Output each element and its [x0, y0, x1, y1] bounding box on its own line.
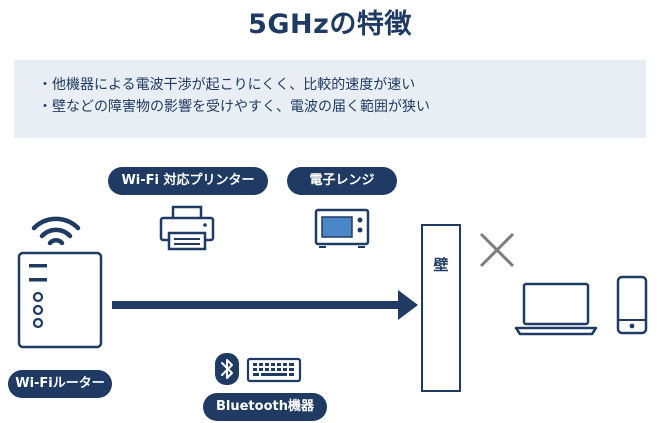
- bluetooth-label: Bluetooth機器: [203, 393, 327, 421]
- printer-label: Wi-Fi 対応プリンター: [108, 167, 268, 195]
- laptop-icon: [514, 282, 598, 336]
- feature-item: ・壁などの障害物の影響を受けやすく、電波の届く範囲が狭い: [38, 99, 430, 115]
- router-label: Wi-Fiルーター: [8, 370, 112, 398]
- microwave-label: 電子レンジ: [287, 167, 397, 195]
- keyboard-icon: [246, 357, 302, 383]
- feature-item: ・他機器による電波干渉が起こりにくく、比較的速度が速い: [38, 77, 416, 93]
- cross-icon: [479, 232, 515, 268]
- wall: 壁: [421, 224, 461, 392]
- smartphone-icon: [616, 275, 648, 335]
- printer-icon: [159, 205, 215, 251]
- wall-label: 壁: [433, 256, 449, 274]
- feature-box: ・他機器による電波干渉が起こりにくく、比較的速度が速い ・壁などの障害物の影響を…: [14, 60, 646, 138]
- feature-text: 他機器による電波干渉が起こりにくく、比較的速度が速い: [52, 77, 416, 93]
- arrow-icon: [112, 290, 418, 320]
- router-icon: [17, 251, 103, 349]
- wifi-signal-icon: [31, 216, 81, 246]
- page-title: 5GHzの特徴: [248, 9, 412, 40]
- bluetooth-icon: [215, 353, 239, 385]
- microwave-icon: [314, 208, 370, 248]
- feature-text: 壁などの障害物の影響を受けやすく、電波の届く範囲が狭い: [52, 99, 430, 115]
